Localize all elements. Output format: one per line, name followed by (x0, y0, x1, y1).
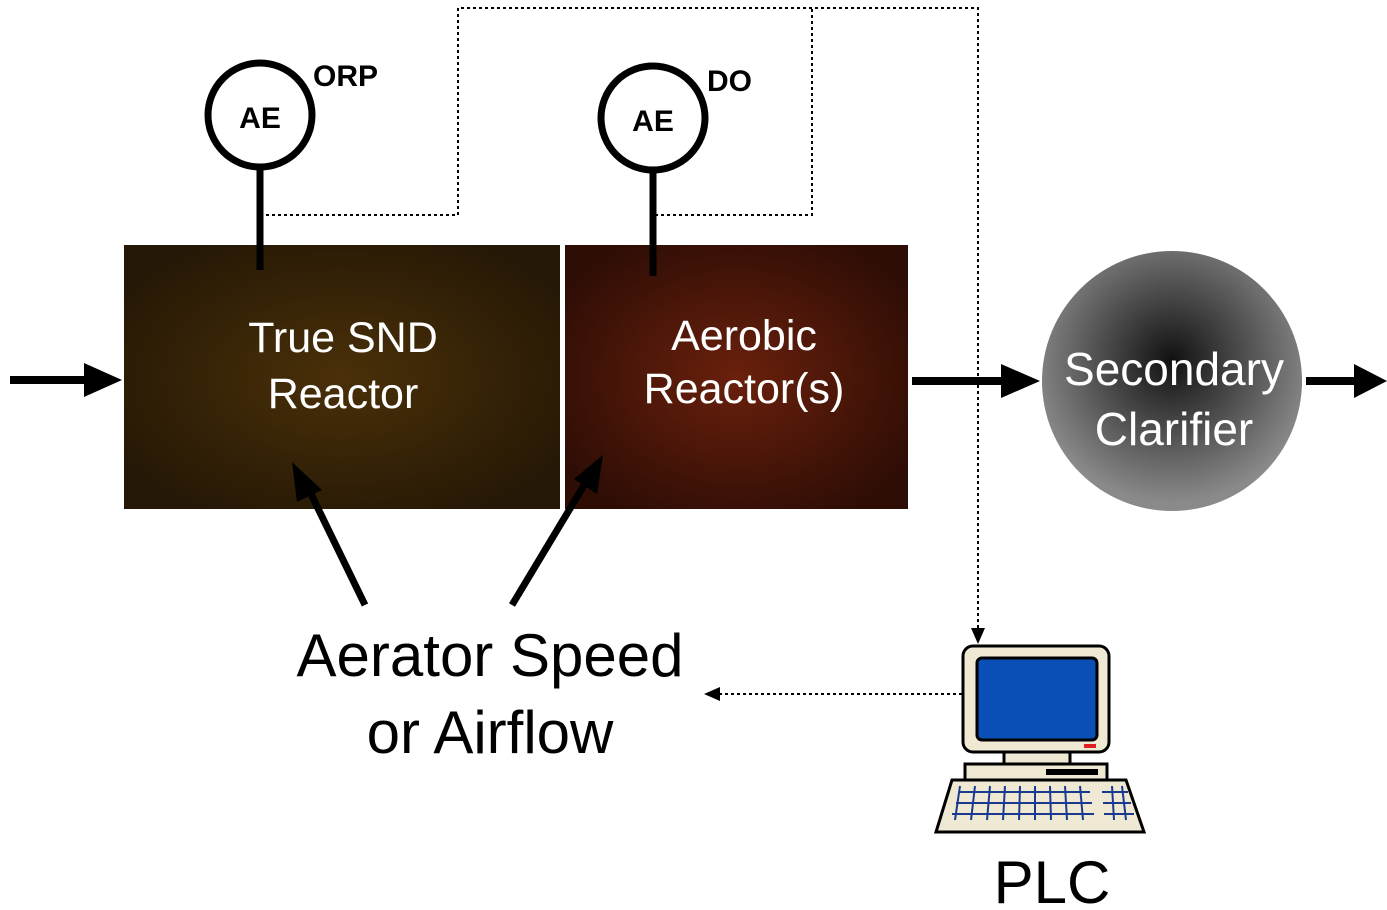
orp-sensor-tag: AE (239, 102, 281, 135)
computer-icon (933, 644, 1147, 834)
clarifier-label-line2: Clarifier (1095, 403, 1253, 455)
aerator-arrow-aerobic (509, 455, 603, 607)
aerobic-reactor-label-line1: Aerobic (671, 312, 817, 360)
clarifier-label-line1: Secondary (1064, 343, 1284, 395)
signal-lines (260, 7, 979, 695)
monitor-screen (975, 656, 1099, 742)
plc-label: PLC (994, 849, 1111, 910)
keyboard-keys (952, 785, 1134, 821)
control-output-label-line1: Aerator Speed (297, 622, 684, 689)
control-output-arrowhead (704, 687, 720, 701)
orp-sensor-circle (204, 59, 316, 171)
orp-signal-line (260, 7, 979, 632)
aerator-arrow-snd (292, 462, 369, 607)
do-parameter-label: DO (707, 65, 752, 98)
do-signal-line (655, 8, 813, 216)
control-output-label-line2: or Airflow (367, 699, 614, 766)
plc-input-arrowhead (971, 628, 985, 644)
snd-reactor-box (124, 245, 560, 509)
do-sensor-tag: AE (632, 105, 674, 138)
snd-reactor-label-line1: True SND (248, 314, 438, 362)
aerobic-reactor-label-line2: Reactor(s) (644, 365, 845, 413)
monitor-stand (1002, 750, 1072, 766)
effluent-arrow (1306, 364, 1387, 398)
aerobic-reactor-box (565, 245, 908, 509)
orp-parameter-label: ORP (313, 60, 378, 93)
do-sensor-circle (597, 62, 709, 174)
reactor-to-clarifier-arrow (912, 364, 1040, 398)
influent-arrow (10, 363, 122, 397)
secondary-clarifier (1042, 251, 1302, 511)
disk-drive (1046, 769, 1098, 775)
snd-reactor-label-line2: Reactor (268, 370, 419, 418)
power-led (1084, 744, 1096, 748)
